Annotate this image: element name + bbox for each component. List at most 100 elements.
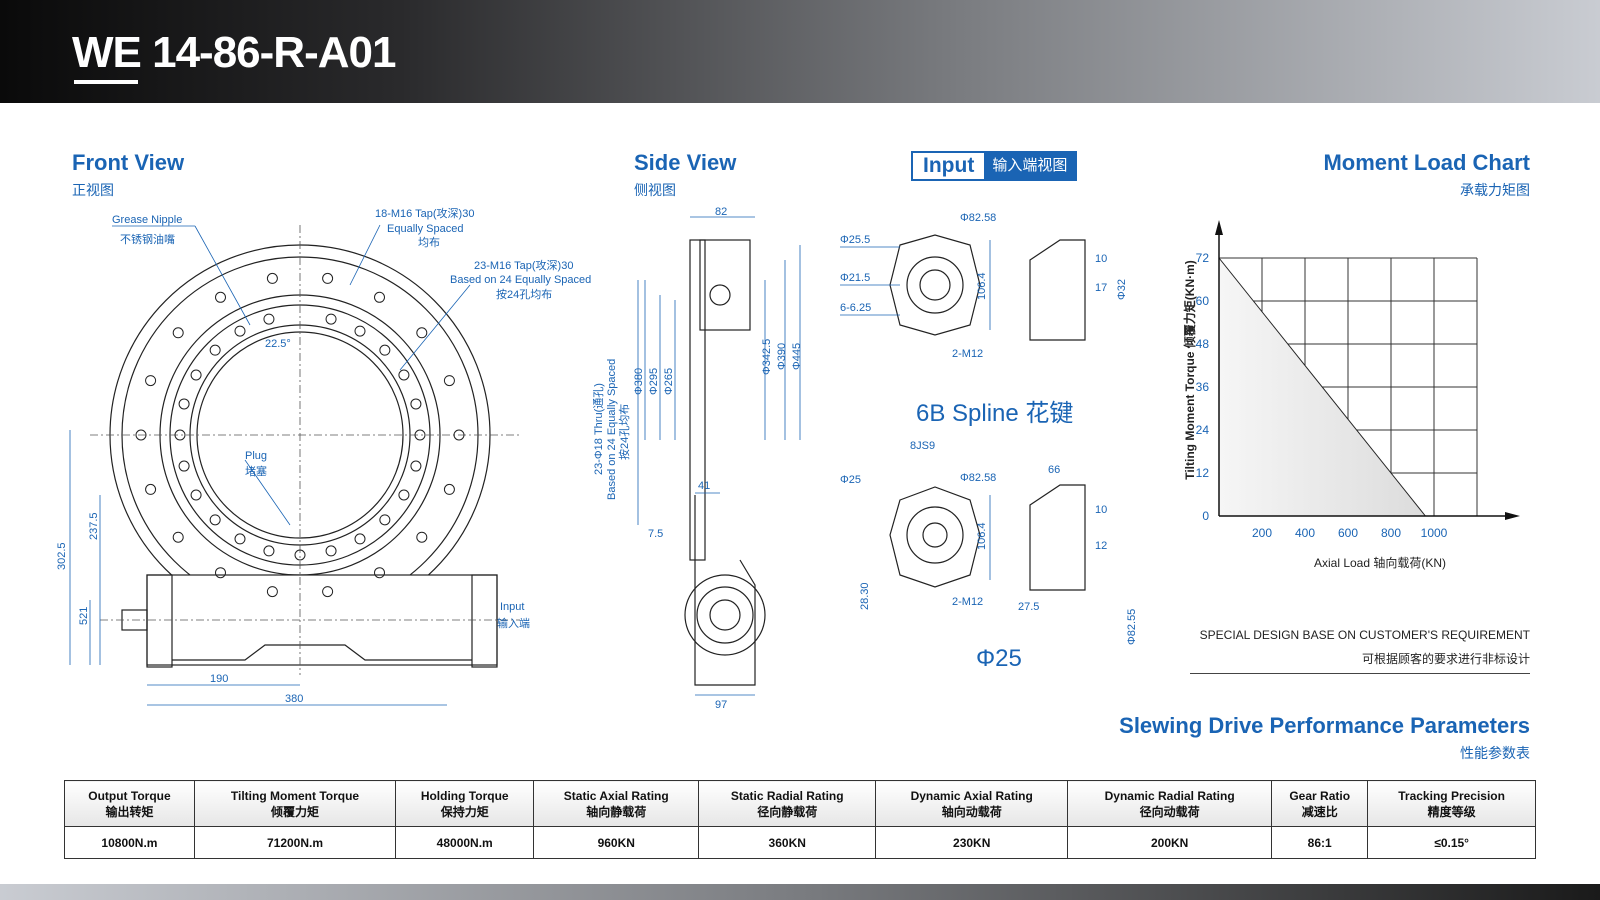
dim-6-6-25: 6-6.25 [840, 302, 871, 314]
inner-tap-hole [398, 489, 410, 501]
table-cell: 48000N.m [395, 826, 535, 859]
x-tick-label: 800 [1381, 526, 1401, 540]
table-cell: ≤0.15° [1367, 826, 1536, 859]
dim-8js9: 8JS9 [910, 440, 935, 452]
inner-tap-hole [190, 489, 202, 501]
inner-tap-hole [263, 545, 275, 557]
input-cn: 输入端 [497, 616, 530, 630]
input-label: Input [500, 601, 524, 613]
y-tick-label: 24 [1196, 423, 1210, 437]
x-tick-label: 400 [1295, 526, 1315, 540]
dim-106-4-b: 106.4 [976, 522, 988, 550]
dim-p82-55: Φ82.55 [1126, 609, 1138, 645]
outer-tap-hole [266, 586, 278, 598]
inner-tap-hole [209, 344, 221, 356]
footer-bar [0, 884, 1600, 900]
inner-tap-hole [209, 514, 221, 526]
inner-tap-hole [379, 514, 391, 526]
dim-10-b: 10 [1095, 504, 1107, 516]
plug-label: Plug [245, 450, 267, 462]
params-title: Slewing Drive Performance Parameters [1119, 713, 1530, 738]
outer-tap-hole [416, 531, 428, 543]
dim-p82-58-b: Φ82.58 [960, 472, 996, 484]
y-tick-label: 60 [1196, 294, 1210, 308]
side-view-subtitle: 侧视图 [634, 182, 676, 198]
inner-tap-hole [294, 549, 306, 561]
plug-cn: 堵塞 [245, 464, 267, 478]
dim-237: 237.5 [88, 512, 100, 540]
x-tick-label: 1000 [1421, 526, 1448, 540]
dim-17: 17 [1095, 282, 1107, 294]
dim-p390: Φ390 [776, 343, 788, 370]
thru-label: 23-Φ18 Thru(通孔) [592, 383, 605, 475]
outer-tap-hole [215, 291, 226, 303]
x-tick-label: 200 [1252, 526, 1272, 540]
front-view-title: Front View [72, 150, 185, 175]
dim-p32: Φ32 [1116, 279, 1128, 300]
y-axis-arrow [1215, 220, 1223, 235]
table-cell: 200KN [1067, 826, 1273, 859]
table-cell: 10800N.m [64, 826, 195, 859]
outer-tap-hole [374, 291, 385, 303]
dim-27-5: 27.5 [1018, 601, 1039, 613]
dim-p265: Φ265 [663, 368, 675, 395]
front-view-subtitle: 正视图 [72, 182, 114, 198]
inner-tap-hole [190, 369, 202, 381]
side-view-drawing: 82 23-Φ18 Thru(通孔) Based on 24 Equally S… [592, 206, 803, 711]
tap18-label: 18-M16 Tap(攻深)30 [375, 206, 474, 220]
note-divider [1190, 673, 1530, 674]
outer-tap-hole [172, 327, 184, 339]
dim-p295: Φ295 [648, 368, 660, 395]
inner-tap-hole [234, 325, 246, 337]
inner-tap-hole [178, 398, 190, 410]
dim-p342: Φ342.5 [761, 339, 773, 375]
inner-tap-hole [263, 313, 275, 325]
dim-41: 41 [698, 480, 710, 492]
load-area [1219, 258, 1426, 516]
dim-7-5: 7.5 [648, 528, 663, 540]
params-subtitle: 性能参数表 [1460, 745, 1530, 761]
inner-tap-hole [414, 429, 426, 441]
inner-tap-hole [354, 533, 366, 545]
outer-tap-hole [215, 567, 226, 579]
title-underline [74, 80, 138, 84]
table-cell: 960KN [533, 826, 700, 859]
input-view-drawing: Φ25.5 Φ21.5 6-6.25 Φ82.58 106.4 2-M12 10… [840, 212, 1138, 645]
inner-tap-hole [325, 313, 337, 325]
outer-tap-hole [322, 586, 334, 598]
y-tick-label: 0 [1202, 509, 1209, 523]
outer-tap-hole [172, 531, 184, 543]
table-cell: 86:1 [1271, 826, 1369, 859]
dim-97: 97 [715, 699, 727, 711]
outer-tap-hole [322, 272, 334, 284]
dim-66: 66 [1048, 464, 1060, 476]
dim-302: 302.5 [56, 542, 68, 570]
dim-p82-58: Φ82.58 [960, 212, 996, 224]
x-tick-label: 600 [1338, 526, 1358, 540]
dim-190: 190 [210, 673, 228, 685]
note-en: SPECIAL DESIGN BASE ON CUSTOMER'S REQUIR… [1199, 628, 1530, 642]
side-view-title: Side View [634, 150, 737, 175]
dim-2-m12: 2-M12 [952, 348, 983, 360]
inner-tap-hole [410, 460, 422, 472]
chart-title: Moment Load Chart [1323, 150, 1530, 175]
grease-nipple-label: Grease Nipple [112, 214, 182, 226]
outer-tap-hole [443, 483, 455, 495]
dim-106-4: 106.4 [976, 272, 988, 300]
load-limit-line [1218, 257, 1426, 517]
x-axis-arrow [1505, 512, 1520, 520]
thru-label3: 按24孔均布 [617, 404, 631, 460]
inner-tap-hole [178, 460, 190, 472]
inner-tap-hole [398, 369, 410, 381]
outer-tap-hole [145, 483, 157, 495]
dim-p25: Φ25 [840, 474, 861, 486]
